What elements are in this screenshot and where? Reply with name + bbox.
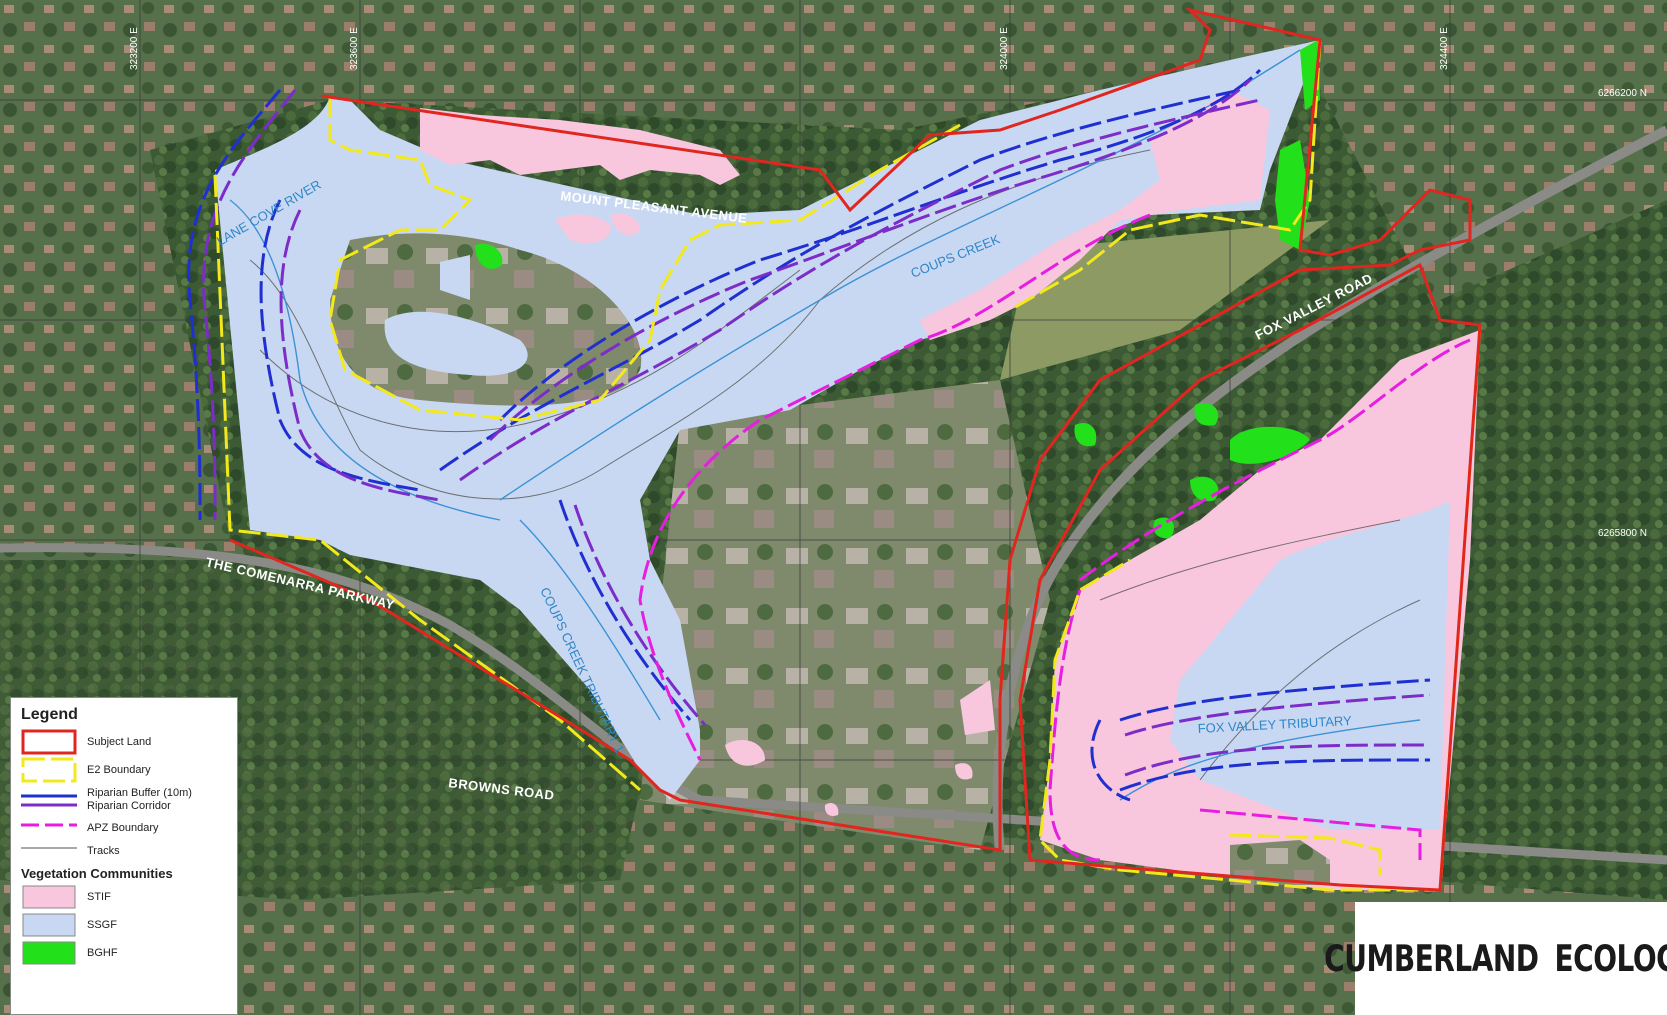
comenarra-browns-road xyxy=(0,543,1667,865)
cumberland-ecology-logo: CUMBERLAND ECOLOGY xyxy=(1324,902,1667,1015)
legend-item-apz-boundary: APZ Boundary xyxy=(21,816,237,840)
apz-boundary-swatch xyxy=(21,823,77,827)
tracks xyxy=(249,149,1421,781)
ssgf-north-area xyxy=(215,40,1320,800)
subject-land-boundary xyxy=(229,7,1482,892)
legend-item-riparian: Riparian Buffer (10m) Riparian Corridor xyxy=(21,784,237,816)
legend-label: SSGF xyxy=(87,919,117,931)
riparian-corridor xyxy=(202,78,1431,777)
grid-label-n1: 6266200 N xyxy=(1598,88,1647,99)
bghf-swatch xyxy=(22,941,76,965)
ssgf-pocket xyxy=(384,311,528,376)
legend-item-ssgf: SSGF xyxy=(21,911,237,939)
legend-label: Tracks xyxy=(87,845,120,857)
bghf-patch xyxy=(475,243,503,269)
grid-label-e1: 323200 E xyxy=(129,27,140,70)
stif-swatch xyxy=(22,885,76,909)
campus-area xyxy=(640,380,1050,850)
riparian-swatch xyxy=(21,794,77,807)
grid-label-e2: 323600 E xyxy=(349,27,360,70)
residential-pocket xyxy=(330,233,642,406)
logo-text-right: ECOLOGY xyxy=(1554,937,1667,980)
legend-label: E2 Boundary xyxy=(87,764,151,776)
legend-label-riparian-corridor: Riparian Corridor xyxy=(87,800,171,812)
legend-item-tracks: Tracks xyxy=(21,840,237,862)
legend-title: Legend xyxy=(21,706,78,723)
legend-item-subject-land: Subject Land xyxy=(21,728,237,756)
legend-label: APZ Boundary xyxy=(87,822,159,834)
legend-item-bghf: BGHF xyxy=(21,939,237,967)
tracks-swatch xyxy=(21,847,77,849)
stif-north-patch xyxy=(420,108,740,185)
ssgf-fox-valley-block xyxy=(1170,500,1450,830)
legend-label: STIF xyxy=(87,891,111,903)
logo-text-left: CUMBERLAND xyxy=(1324,937,1539,980)
grid-label-e3: 324000 E xyxy=(999,27,1010,70)
grid-label-e4: 324400 E xyxy=(1439,27,1450,70)
eastern-bushland xyxy=(1420,200,1667,900)
legend-section-title: Vegetation Communities xyxy=(21,866,173,881)
legend-item-e2-boundary: E2 Boundary xyxy=(21,756,237,784)
apz-boundary xyxy=(638,213,1471,862)
open-field xyxy=(1000,220,1330,380)
e2-boundary xyxy=(213,39,1482,892)
stif-east-strip xyxy=(920,90,1270,340)
legend-label: Subject Land xyxy=(87,736,152,748)
legend-label: BGHF xyxy=(87,947,118,959)
riparian-buffer xyxy=(187,68,1431,802)
e2-boundary-swatch xyxy=(21,757,77,783)
map-legend: Legend Subject Land E2 Boundary Riparian… xyxy=(10,697,238,1015)
legend-item-stif: STIF xyxy=(21,883,237,911)
grid-label-n2: 6265800 N xyxy=(1598,528,1647,539)
legend-label-riparian-buffer: Riparian Buffer (10m) xyxy=(87,787,192,799)
ssgf-swatch xyxy=(22,913,76,937)
subject-land-swatch xyxy=(21,729,77,755)
